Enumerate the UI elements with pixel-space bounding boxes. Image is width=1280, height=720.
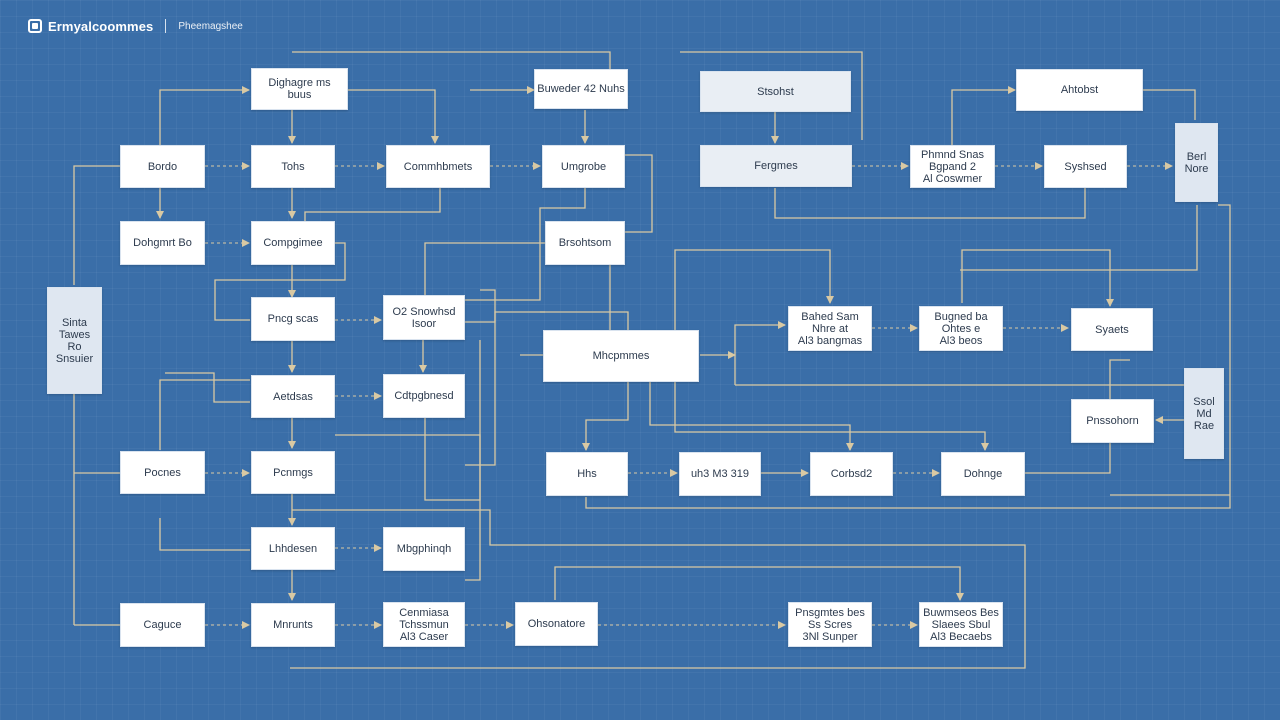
diagram-node[interactable]: Pcnmgs	[251, 451, 335, 494]
connector	[165, 372, 250, 403]
diagram-node[interactable]: Dohgmrt Bo	[120, 221, 205, 265]
connector	[159, 86, 250, 145]
connector	[290, 509, 1026, 669]
diagram-node[interactable]: Cdtpgbnesd	[383, 374, 465, 418]
diagram-node[interactable]: Berl Nore	[1175, 123, 1218, 202]
diagram-node[interactable]: Brsohtsom	[545, 221, 625, 265]
connector	[774, 188, 1086, 219]
connector	[674, 249, 834, 330]
connector	[540, 311, 629, 330]
connector	[625, 154, 653, 233]
diagram-node[interactable]: Corbsd2	[810, 452, 893, 496]
connector	[554, 566, 964, 601]
connector	[348, 89, 439, 144]
diagram-node[interactable]: Pnssohorn	[1071, 399, 1154, 443]
connector	[951, 86, 1016, 145]
diagram-node[interactable]: Mnrunts	[251, 603, 335, 647]
connector	[585, 204, 1231, 509]
diagram-node[interactable]: Buweder 42 Nuhs	[534, 69, 628, 109]
diagram-node[interactable]: Dighagre ms buus	[251, 68, 348, 110]
diagram-node[interactable]: Ssol Md Rae	[1184, 368, 1224, 459]
diagram-node[interactable]: Hhs	[546, 452, 628, 496]
diagram-node[interactable]: Tohs	[251, 145, 335, 188]
connector	[649, 382, 854, 451]
diagram-node[interactable]: Buwmseos Bes Slaees Sbul Al3 Becaebs	[919, 602, 1003, 647]
connector	[214, 242, 346, 321]
diagram-node[interactable]: Pnsgmtes bes Ss Scres 3Nl Sunper	[788, 602, 872, 647]
connector	[674, 382, 989, 451]
connector	[335, 434, 481, 581]
diagram-node[interactable]: Lhhdesen	[251, 527, 335, 570]
diagram-node[interactable]: Compgimee	[251, 221, 335, 265]
connector	[424, 340, 481, 501]
connector	[159, 518, 250, 551]
diagram-node[interactable]: Sinta Tawes Ro Snsuier	[47, 287, 102, 394]
diagram-node[interactable]: Syshsed	[1044, 145, 1127, 188]
connector	[961, 249, 1114, 307]
connector	[465, 188, 586, 301]
diagram-node[interactable]: Syaets	[1071, 308, 1153, 351]
diagram-node[interactable]: Pocnes	[120, 451, 205, 494]
connector	[465, 311, 545, 323]
diagram-node[interactable]: Caguce	[120, 603, 205, 647]
diagram-node[interactable]: Pncg scas	[251, 297, 335, 341]
connector	[680, 51, 863, 140]
connector	[73, 165, 120, 285]
diagram-node[interactable]: Bugned ba Ohtes e Al3 beos	[919, 306, 1003, 351]
header-divider	[165, 19, 167, 33]
diagram-icon	[28, 19, 42, 33]
app-header: Ermyalcoommes Pheemagshee	[28, 16, 243, 36]
diagram-node[interactable]: Mbgphinqh	[383, 527, 465, 571]
diagram-node[interactable]: Phmnd Snas Bgpand 2 Al Coswmer	[910, 145, 995, 188]
diagram-node[interactable]: Umgrobe	[542, 145, 625, 188]
app-subtitle: Pheemagshee	[178, 20, 243, 32]
diagram-node[interactable]: Cenmiasa Tchssmun Al3 Caser	[383, 602, 465, 647]
diagram-node[interactable]: Commhbmets	[386, 145, 490, 188]
connector	[734, 321, 786, 385]
diagram-node[interactable]: Bahed Sam Nhre at Al3 bangmas	[788, 306, 872, 351]
diagram-node[interactable]: Fergmes	[700, 145, 852, 187]
diagram-node[interactable]: O2 Snowhsd Isoor	[383, 295, 465, 340]
diagram-node[interactable]: Dohnge	[941, 452, 1025, 496]
connector	[424, 242, 545, 295]
diagram-node[interactable]: Ohsonatore	[515, 602, 598, 646]
connector	[465, 289, 496, 466]
connector	[1143, 89, 1196, 120]
app-title: Ermyalcoommes	[48, 18, 154, 34]
connector	[960, 205, 1198, 271]
connector	[159, 379, 250, 450]
diagram-node[interactable]: uh3 M3 319	[679, 452, 761, 496]
diagram-node[interactable]: Ahtobst	[1016, 69, 1143, 111]
diagram-node[interactable]: Mhcpmmes	[543, 330, 699, 382]
diagram-node[interactable]: Aetdsas	[251, 375, 335, 418]
connector	[582, 382, 629, 451]
diagram-node[interactable]: Stsohst	[700, 71, 851, 112]
diagram-node[interactable]: Bordo	[120, 145, 205, 188]
